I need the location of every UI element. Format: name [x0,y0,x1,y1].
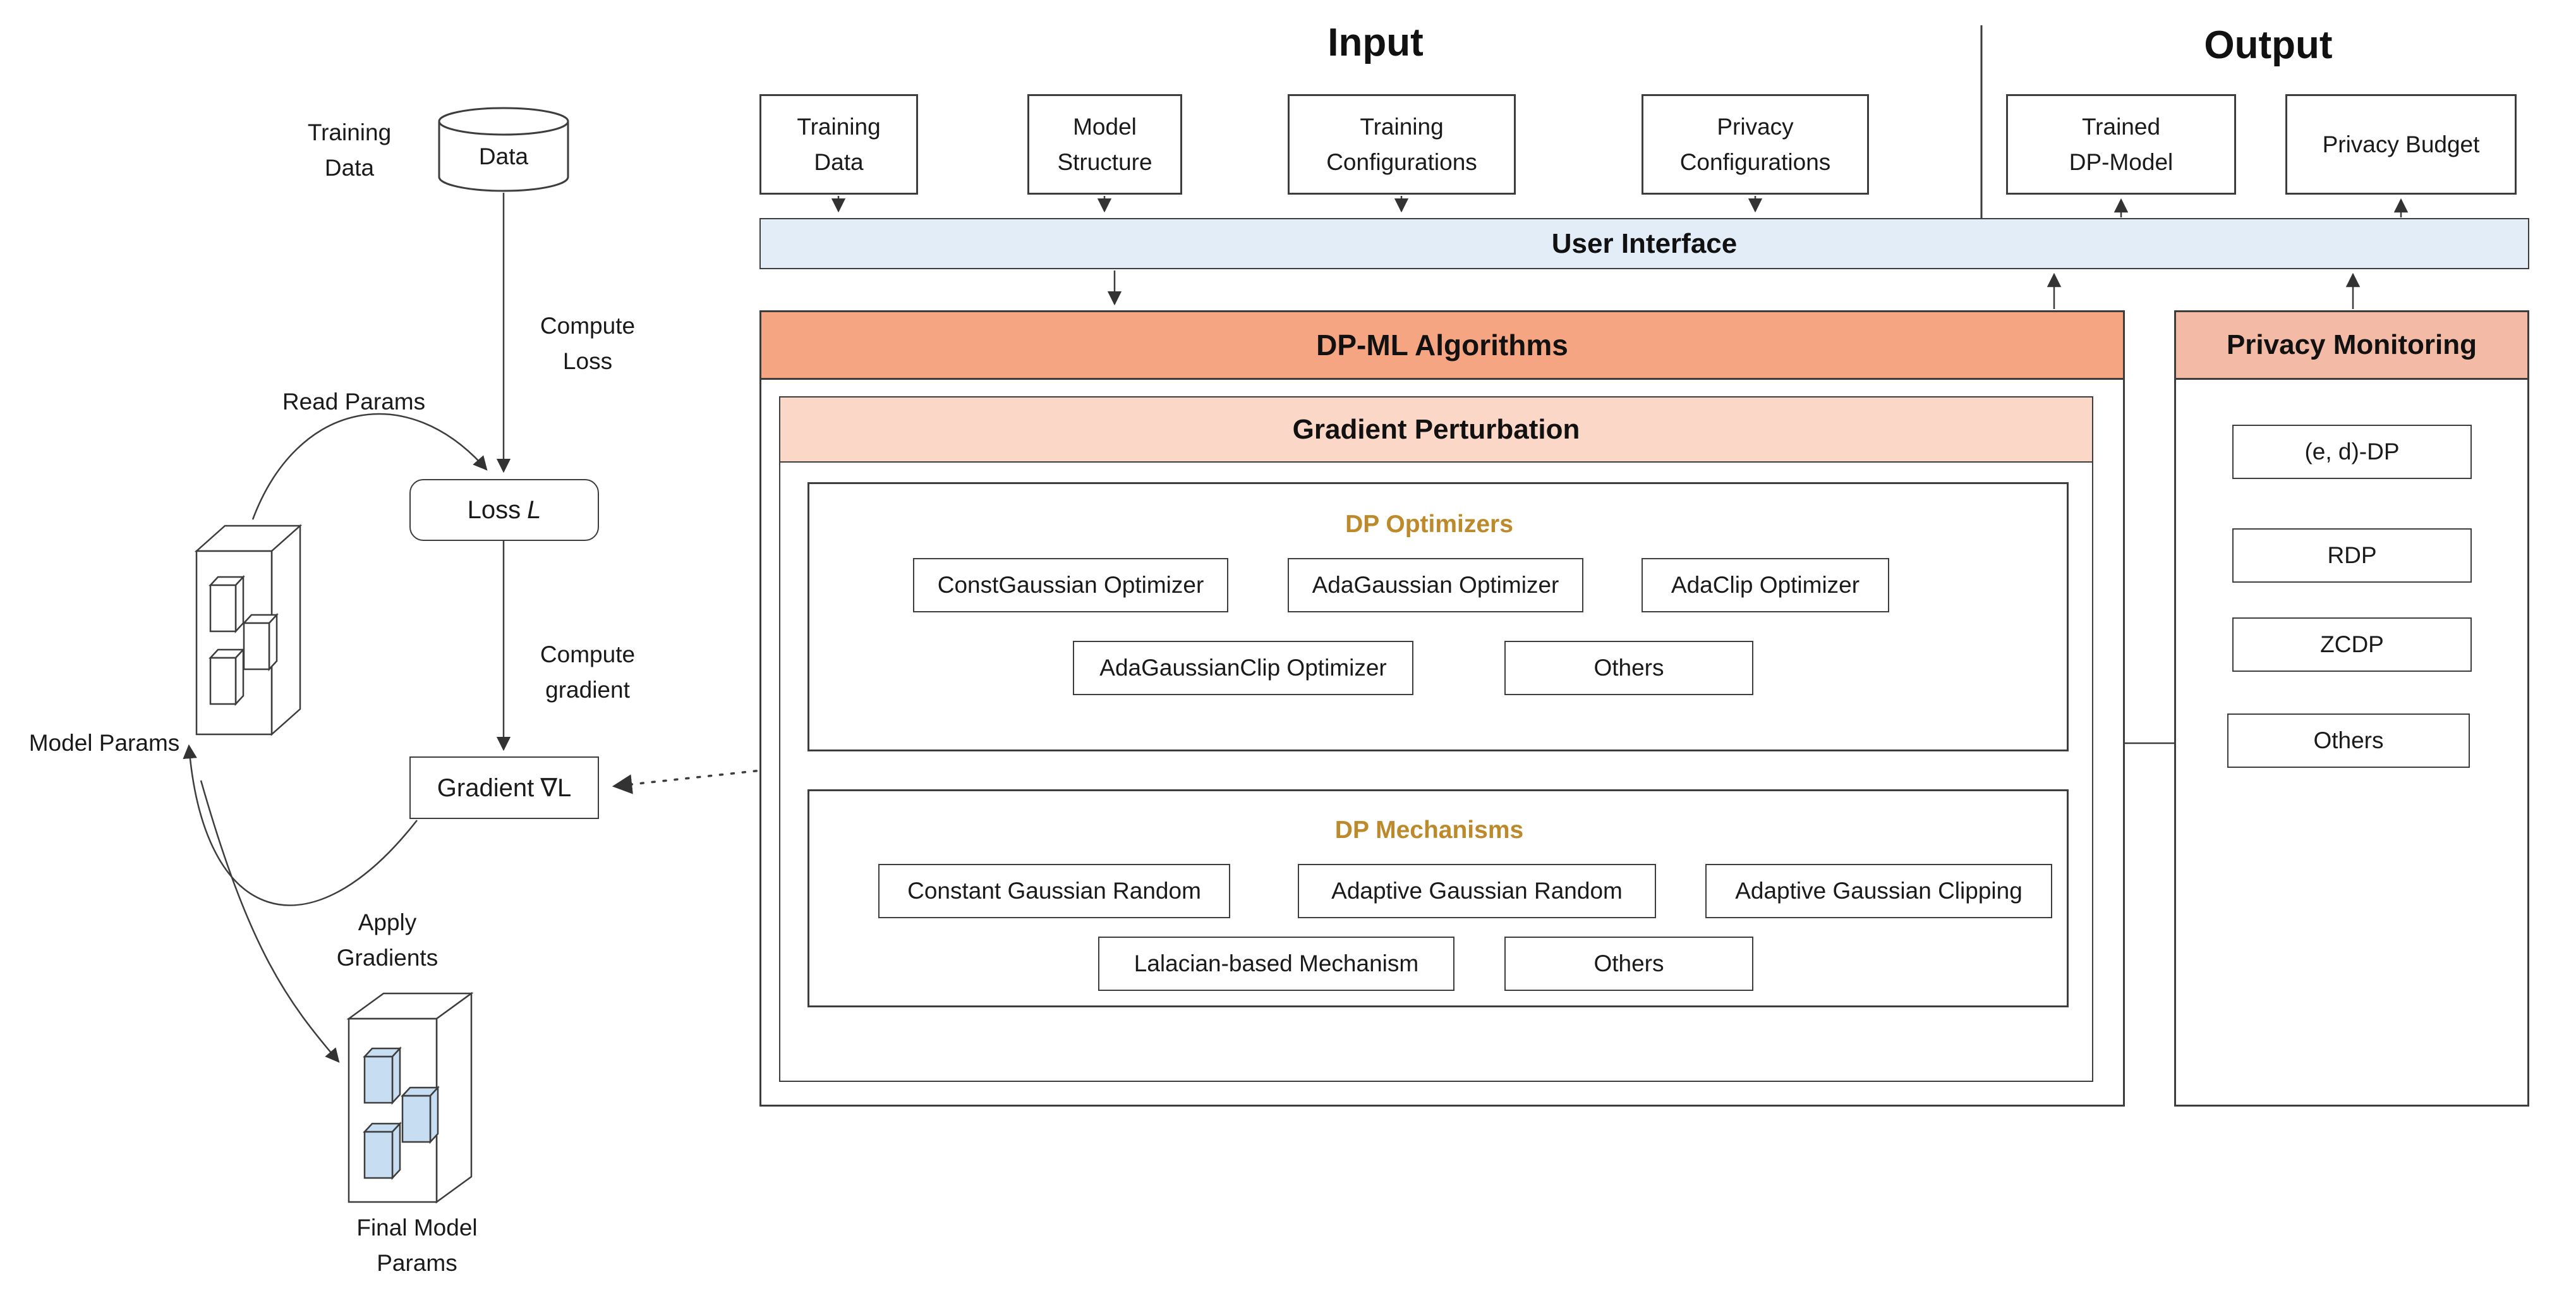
privacy-box-ed-dp: (e, d)-DP [2232,425,2472,479]
dotted-arrow-gradient-link [612,767,780,794]
gradient-box-symbol: ∇L [540,774,572,802]
apply-gradients-label: Apply Gradients [336,909,438,971]
read-params-label: Read Params [282,389,426,415]
input-box-privacy-configurations: Privacy Configurations [1642,94,1869,195]
mechanism-box-adaptive-gaussian-random: Adaptive Gaussian Random [1298,864,1656,918]
mechanism-box-adaptive-gaussian-clipping: Adaptive Gaussian Clipping [1705,864,2052,918]
privacy-monitoring-header: Privacy Monitoring [2174,310,2529,380]
mechanism-box-others: Others [1504,937,1753,991]
output-box-privacy-budget: Privacy Budget [2285,94,2517,195]
compute-loss-label: Compute Loss [540,313,636,374]
gradient-box: Gradient ∇L [409,756,599,819]
data-cylinder-icon: Data [437,106,570,195]
gradient-box-prefix: Gradient [437,774,535,802]
user-interface-bar: User Interface [759,218,2529,269]
input-box-training-data: Training Data [759,94,918,195]
model-params-icon [194,522,303,737]
privacy-box-zcdp: ZCDP [2232,617,2472,672]
loss-box-symbol: L [527,496,541,524]
optimizer-box-adagaussian: AdaGaussian Optimizer [1288,558,1583,612]
output-box-trained-dp-model: Trained DP-Model [2006,94,2236,195]
dp-optimizers-group [807,482,2069,751]
dp-mechanisms-title: DP Mechanisms [1334,816,1524,844]
input-box-training-configurations: Training Configurations [1288,94,1516,195]
privacy-box-rdp: RDP [2232,528,2472,583]
optimizer-box-constgaussian: ConstGaussian Optimizer [913,558,1228,612]
optimizer-box-others: Others [1504,641,1753,695]
optimizer-box-adaclip: AdaClip Optimizer [1642,558,1889,612]
privacy-box-others: Others [2227,713,2470,768]
compute-gradient-label: Compute gradient [540,641,636,703]
dpml-algorithms-header: DP-ML Algorithms [759,310,2125,380]
mechanism-box-constant-gaussian: Constant Gaussian Random [878,864,1230,918]
final-model-params-label: Final Model Params [356,1215,478,1276]
output-title: Output [2204,23,2333,67]
training-data-label: Training Data [307,119,392,181]
optimizer-box-adagaussianclip: AdaGaussianClip Optimizer [1073,641,1413,695]
input-box-model-structure: Model Structure [1027,94,1182,195]
gradient-perturbation-header: Gradient Perturbation [779,396,2093,463]
model-params-label: Model Params [28,730,180,756]
data-cylinder-label: Data [478,143,529,169]
mechanism-box-laplacian: Lalacian-based Mechanism [1098,937,1454,991]
loss-box-prefix: Loss [467,496,521,524]
arrow-apply-gradients [183,744,418,906]
dp-optimizers-title: DP Optimizers [1345,511,1513,538]
loss-box: Loss L [409,479,599,541]
final-model-params-icon [346,990,474,1205]
input-title: Input [1327,21,1424,64]
